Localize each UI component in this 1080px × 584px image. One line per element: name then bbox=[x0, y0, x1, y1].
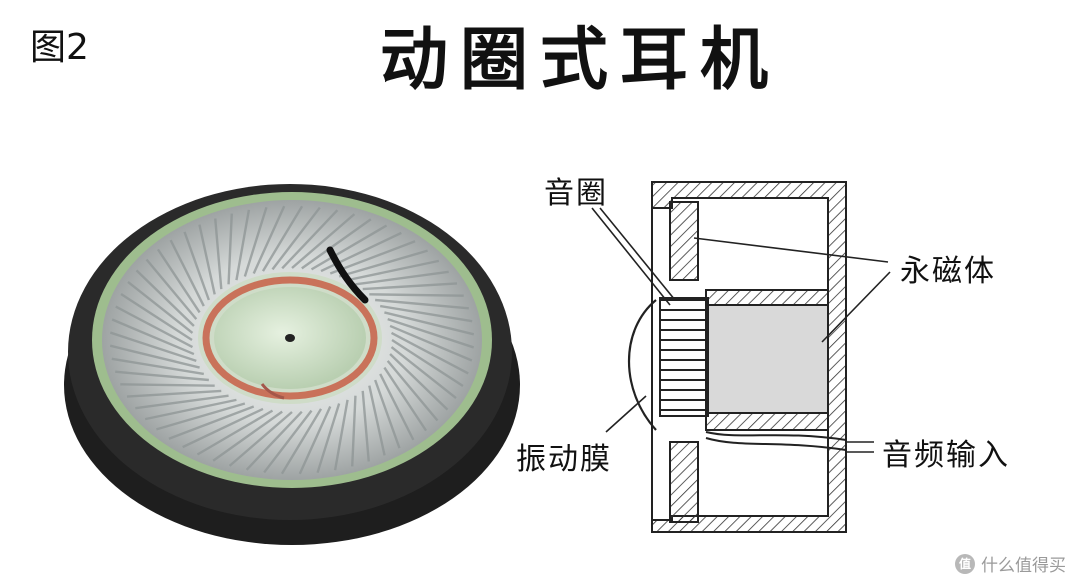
label-audio-input: 音频输入 bbox=[882, 438, 1010, 473]
cone-spoke bbox=[383, 366, 428, 432]
cone-spoke bbox=[126, 389, 222, 398]
cone-spoke bbox=[182, 407, 264, 449]
cone-spoke bbox=[333, 399, 349, 471]
cone-spoke bbox=[109, 344, 200, 369]
cone-spoke bbox=[387, 317, 475, 349]
cone-spoke bbox=[135, 394, 229, 410]
cone-spoke bbox=[252, 205, 286, 274]
cone-spoke bbox=[145, 258, 198, 320]
cone-spoke bbox=[369, 293, 464, 297]
cone-spoke bbox=[235, 209, 251, 281]
cone-spoke bbox=[120, 293, 193, 342]
cone-spoke bbox=[228, 411, 293, 467]
cone-spoke bbox=[111, 318, 195, 356]
cone-spoke bbox=[120, 383, 215, 387]
cone-spoke bbox=[144, 398, 237, 421]
label-diaphragm: 振动膜 bbox=[516, 442, 612, 477]
watermark-text: 什么值得买 bbox=[981, 556, 1066, 576]
cone-spoke bbox=[386, 360, 439, 422]
cone-spoke bbox=[310, 224, 388, 271]
cone-spoke bbox=[391, 338, 464, 387]
cone-spoke bbox=[245, 410, 303, 471]
cone-spoke bbox=[280, 408, 323, 475]
watermark-icon: 值 bbox=[955, 553, 975, 574]
watermark: 值 什么值得买 bbox=[955, 551, 1066, 576]
cone-spoke bbox=[135, 269, 195, 327]
cone-spoke bbox=[389, 324, 473, 362]
cone-spoke bbox=[168, 405, 255, 440]
cone-spoke bbox=[338, 249, 428, 278]
cone-spoke bbox=[347, 259, 440, 282]
cone-spoke bbox=[115, 370, 209, 382]
label-voice-coil: 音圈 bbox=[544, 176, 608, 211]
cone-spoke bbox=[389, 353, 449, 411]
cone-spoke bbox=[243, 206, 268, 277]
cone-spoke bbox=[390, 331, 469, 375]
cone-spoke bbox=[368, 385, 386, 456]
cone-spoke bbox=[156, 402, 246, 431]
cone-spoke bbox=[169, 239, 205, 307]
cone-spoke bbox=[109, 331, 197, 363]
cone-spoke bbox=[390, 346, 457, 400]
cone-spoke bbox=[379, 304, 473, 323]
cone-spoke bbox=[351, 395, 357, 467]
cone-spoke bbox=[198, 224, 216, 295]
cone-spoke bbox=[156, 248, 201, 314]
figure-label: 图2 bbox=[30, 27, 89, 68]
headphone-driver-photo bbox=[64, 184, 520, 545]
cone-spoke bbox=[115, 305, 194, 349]
page-title: 动圈式耳机 bbox=[380, 20, 781, 100]
cone-spoke bbox=[298, 406, 332, 475]
label-magnet: 永磁体 bbox=[900, 254, 996, 289]
cone-spoke bbox=[214, 218, 223, 290]
cone-spoke bbox=[261, 205, 304, 272]
cone-spoke bbox=[196, 409, 274, 456]
cone-spoke bbox=[212, 410, 283, 462]
cone-spoke bbox=[291, 213, 356, 269]
cone-spoke bbox=[271, 206, 321, 271]
cone-spoke bbox=[127, 280, 194, 334]
cone-spoke bbox=[111, 357, 205, 376]
cone-spoke bbox=[301, 218, 372, 270]
cone-spoke bbox=[316, 403, 341, 474]
cone-spoke bbox=[379, 373, 415, 441]
cone-spoke bbox=[329, 240, 416, 275]
cone-spoke bbox=[374, 379, 401, 449]
cone-spoke bbox=[362, 282, 458, 291]
cone-spoke bbox=[361, 390, 370, 462]
cone-spoke bbox=[183, 231, 210, 301]
cone-spoke bbox=[281, 209, 339, 270]
cone-spoke bbox=[227, 213, 233, 285]
cone-spoke bbox=[355, 270, 449, 286]
cone-spoke bbox=[375, 298, 469, 310]
cone-spoke bbox=[384, 311, 475, 336]
cone-spoke bbox=[263, 409, 313, 474]
